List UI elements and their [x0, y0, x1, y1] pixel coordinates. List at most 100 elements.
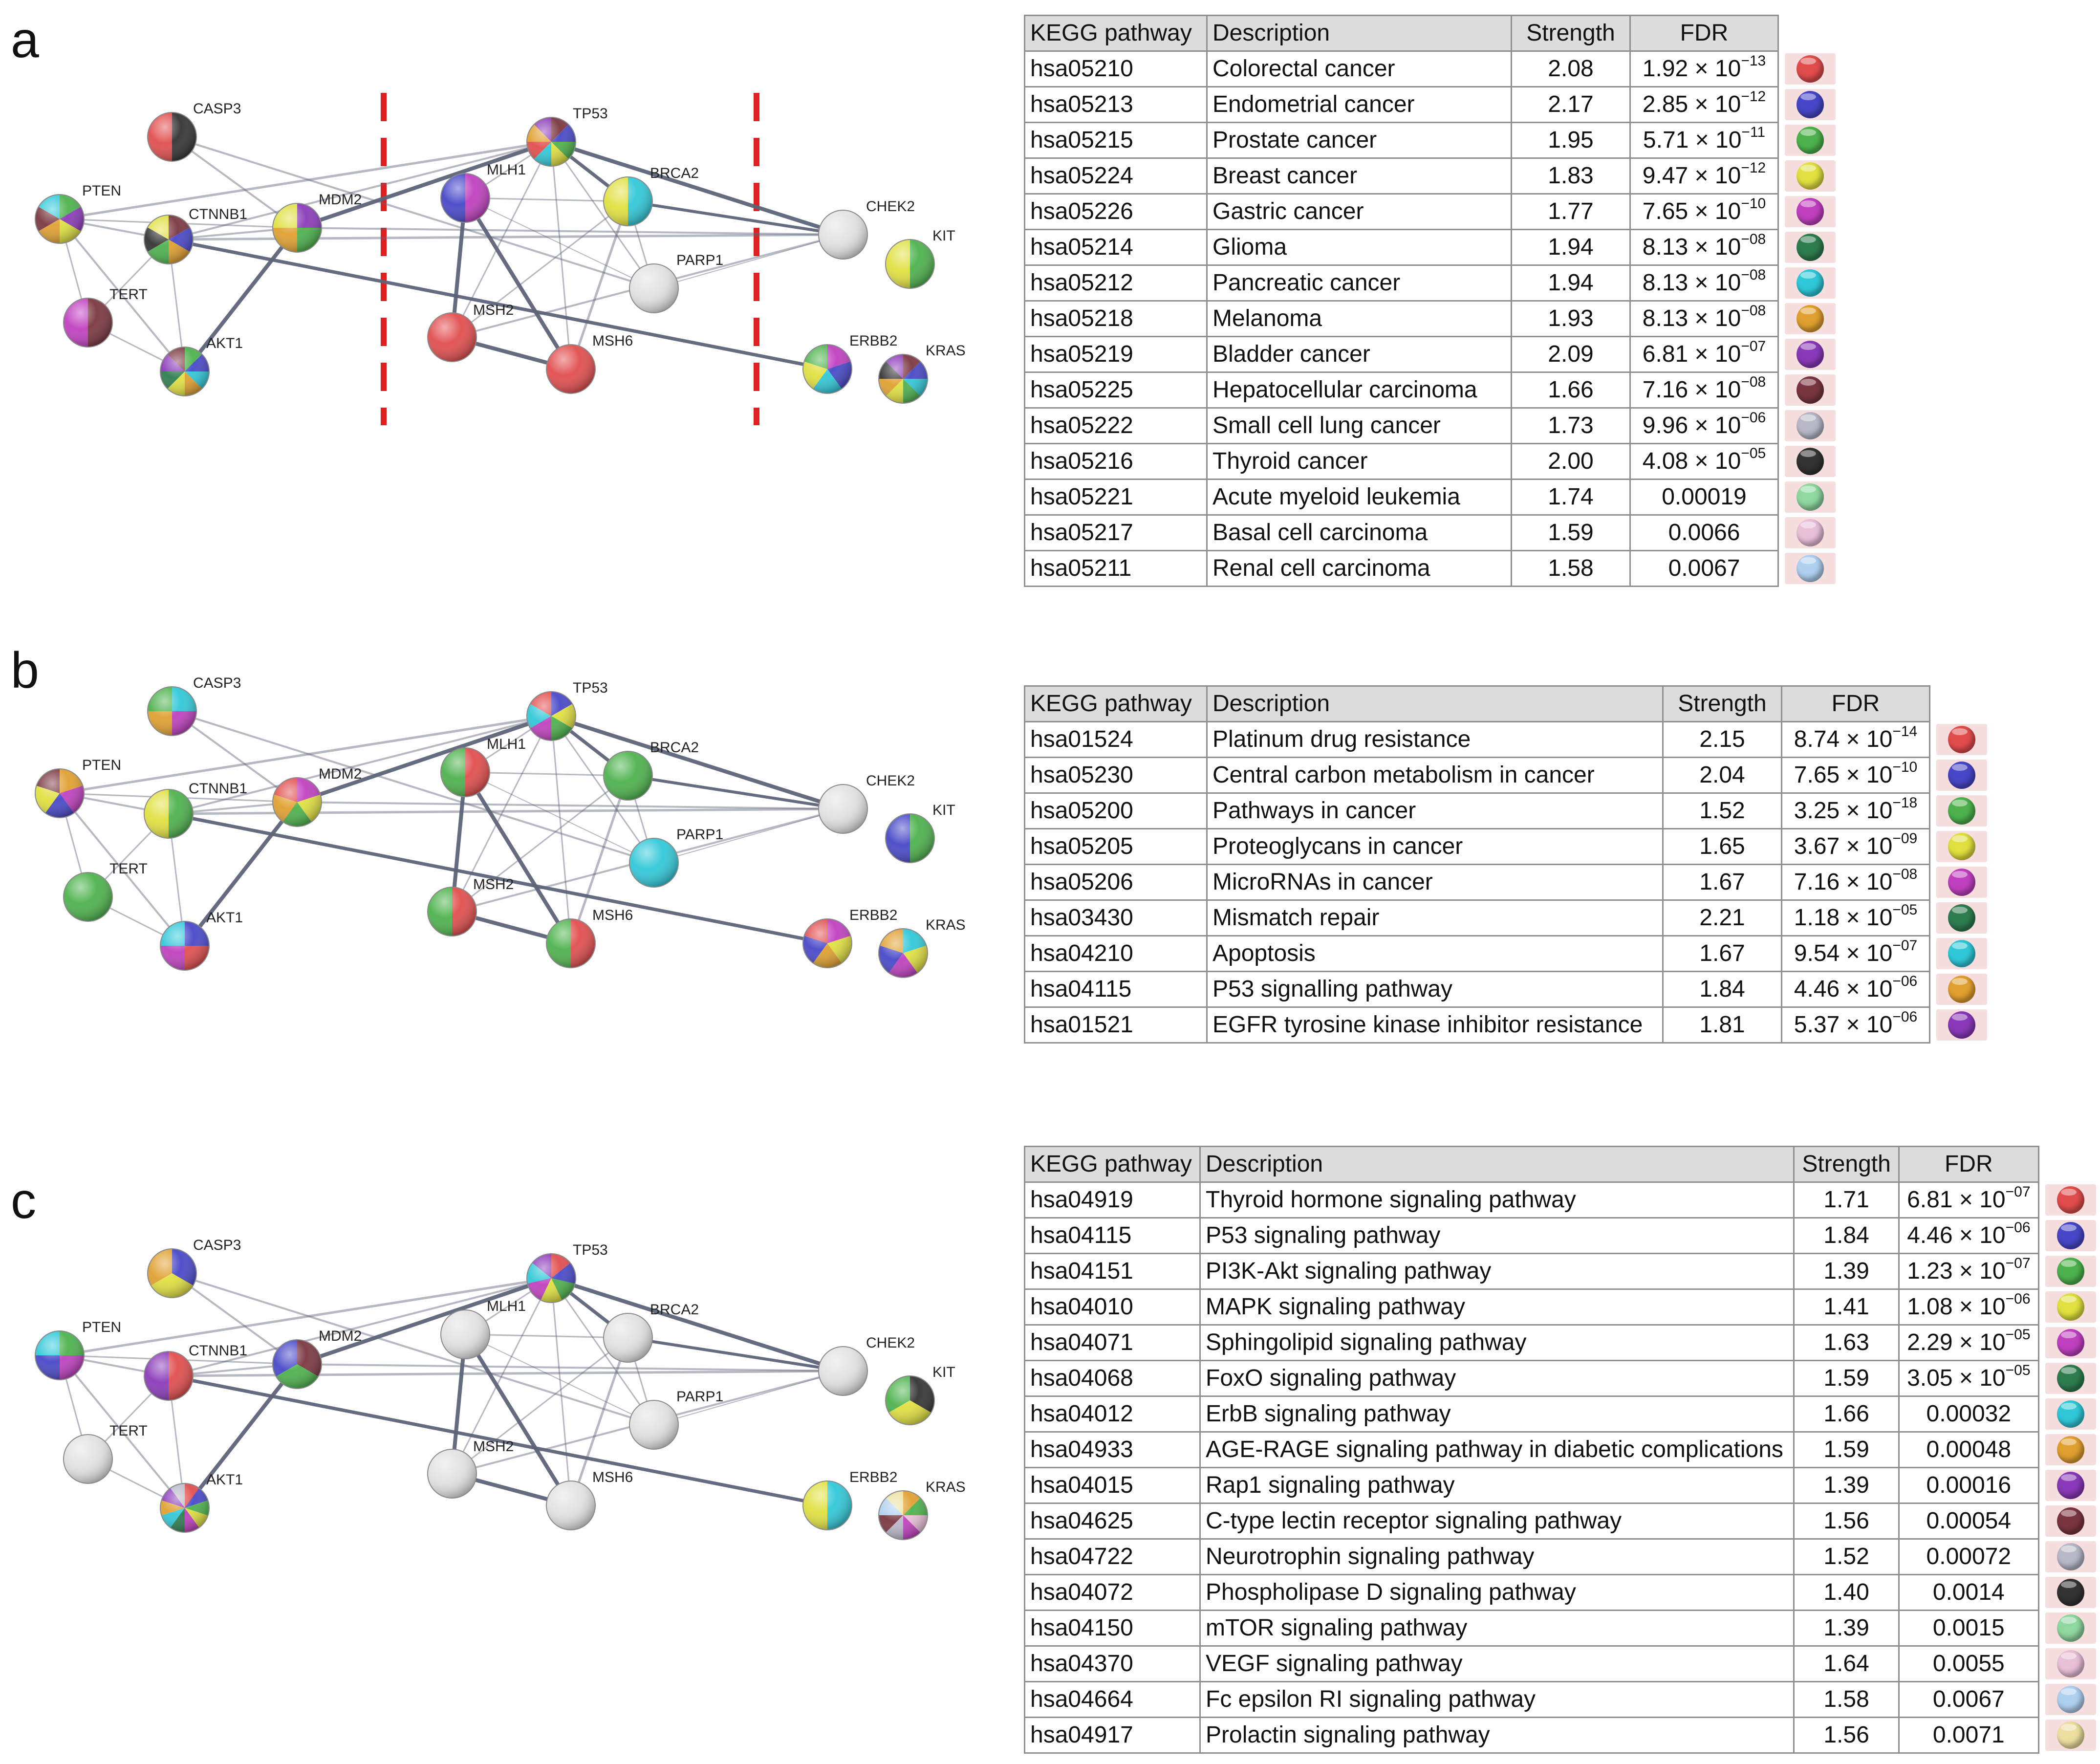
node-brca2[interactable] [603, 751, 653, 801]
node-mlh1[interactable] [440, 747, 490, 797]
swatch-box [2045, 1220, 2096, 1251]
edge-parp1-chek2 [653, 234, 844, 289]
node-ctnnb1[interactable] [144, 789, 194, 839]
node-mdm2[interactable] [272, 1339, 322, 1389]
node-label-erbb2: ERBB2 [849, 333, 897, 349]
node-msh2[interactable] [427, 887, 477, 936]
node-mdm2[interactable] [272, 777, 322, 827]
color-swatch [1778, 444, 1846, 479]
node-kit[interactable] [885, 1375, 935, 1425]
node-casp3[interactable] [147, 112, 197, 162]
edge-tp53-msh2 [451, 716, 552, 912]
swatch-box [1785, 125, 1836, 156]
node-mdm2[interactable] [272, 203, 322, 253]
pathway-description: Glioma [1206, 229, 1512, 266]
node-tp53[interactable] [526, 117, 576, 167]
node-akt1[interactable] [160, 1483, 210, 1533]
node-brca2[interactable] [603, 176, 653, 226]
swatch-ball-icon [1948, 762, 1975, 789]
node-tert[interactable] [63, 298, 113, 348]
swatch-box [2045, 1184, 2096, 1216]
node-pten[interactable] [35, 194, 85, 244]
node-msh6[interactable] [546, 918, 596, 968]
node-pten[interactable] [35, 1330, 85, 1380]
node-msh2[interactable] [427, 312, 477, 362]
node-casp3[interactable] [147, 686, 197, 736]
pathway-fdr: 2.29 × 10−05 [1898, 1324, 2039, 1361]
node-ctnnb1[interactable] [144, 215, 194, 264]
edge-mdm2-chek2 [297, 801, 844, 810]
node-label-tp53: TP53 [573, 1242, 608, 1258]
node-tp53[interactable] [526, 691, 576, 741]
pathway-id: hsa05225 [1024, 371, 1208, 409]
node-parp1[interactable] [629, 838, 679, 888]
node-msh6[interactable] [546, 1481, 596, 1530]
pathway-fdr: 3.25 × 10−18 [1781, 792, 1930, 829]
node-shading [878, 928, 928, 978]
fdr-exponent: −05 [1892, 902, 1918, 918]
pathway-description: Phospholipase D signaling pathway [1199, 1574, 1795, 1611]
node-parp1[interactable] [629, 1400, 679, 1450]
pathway-strength: 1.56 [1793, 1503, 1900, 1540]
pathway-description: MicroRNAs in cancer [1206, 864, 1664, 901]
node-shading [144, 1351, 194, 1401]
pathway-description: P53 signaling pathway [1199, 1217, 1795, 1254]
node-shading [546, 344, 596, 394]
node-brca2[interactable] [603, 1313, 653, 1363]
node-parp1[interactable] [629, 263, 679, 313]
node-msh6[interactable] [546, 344, 596, 394]
node-shading [144, 789, 194, 839]
node-akt1[interactable] [160, 921, 210, 971]
node-chek2[interactable] [818, 784, 868, 834]
edge-ctnnb1-erbb2 [168, 1374, 828, 1507]
pathway-fdr: 2.85 × 10−12 [1629, 86, 1779, 123]
node-erbb2[interactable] [802, 344, 852, 394]
node-tert[interactable] [63, 1434, 113, 1484]
node-tert[interactable] [63, 872, 113, 922]
node-erbb2[interactable] [802, 1481, 852, 1530]
fdr-value: 1.18 × 10 [1794, 905, 1893, 931]
pathway-description: Melanoma [1206, 300, 1512, 337]
swatch-ball-icon [1797, 234, 1824, 261]
node-chek2[interactable] [818, 210, 868, 260]
node-erbb2[interactable] [802, 918, 852, 968]
pathway-id: hsa04115 [1024, 1217, 1201, 1254]
node-kras[interactable] [878, 354, 928, 404]
pathway-id: hsa04625 [1024, 1503, 1201, 1540]
node-ctnnb1[interactable] [144, 1351, 194, 1401]
swatch-box [1936, 974, 1987, 1005]
node-chek2[interactable] [818, 1346, 868, 1396]
node-kras[interactable] [878, 1490, 928, 1540]
color-swatch [2038, 1361, 2099, 1396]
node-label-parp1: PARP1 [676, 827, 723, 843]
pathway-fdr: 0.00032 [1898, 1395, 2039, 1433]
node-kras[interactable] [878, 928, 928, 978]
edge-tp53-msh2 [451, 1278, 552, 1474]
edge-brca2-msh2 [452, 1337, 628, 1475]
node-mlh1[interactable] [440, 1309, 490, 1359]
node-pten[interactable] [35, 768, 85, 818]
swatch-ball-icon [2057, 1293, 2084, 1321]
swatch-ball-icon [1948, 976, 1975, 1003]
swatch-ball-icon [1948, 940, 1975, 967]
pathway-description: Basal cell carcinoma [1206, 514, 1512, 551]
node-casp3[interactable] [147, 1248, 197, 1298]
node-akt1[interactable] [160, 347, 210, 396]
node-msh2[interactable] [427, 1449, 477, 1499]
fdr-value: 1.08 × 10 [1907, 1294, 2006, 1320]
edge-tp53-msh6 [550, 1278, 572, 1506]
node-tp53[interactable] [526, 1253, 576, 1303]
pathway-id: hsa05212 [1024, 264, 1208, 302]
color-swatch [1778, 337, 1846, 372]
node-mlh1[interactable] [440, 173, 490, 223]
node-kit[interactable] [885, 813, 935, 863]
edge-casp3-mdm2 [171, 710, 298, 803]
pathway-id: hsa05210 [1024, 50, 1208, 87]
fdr-value: 7.16 × 10 [1642, 377, 1741, 403]
node-kit[interactable] [885, 239, 935, 289]
